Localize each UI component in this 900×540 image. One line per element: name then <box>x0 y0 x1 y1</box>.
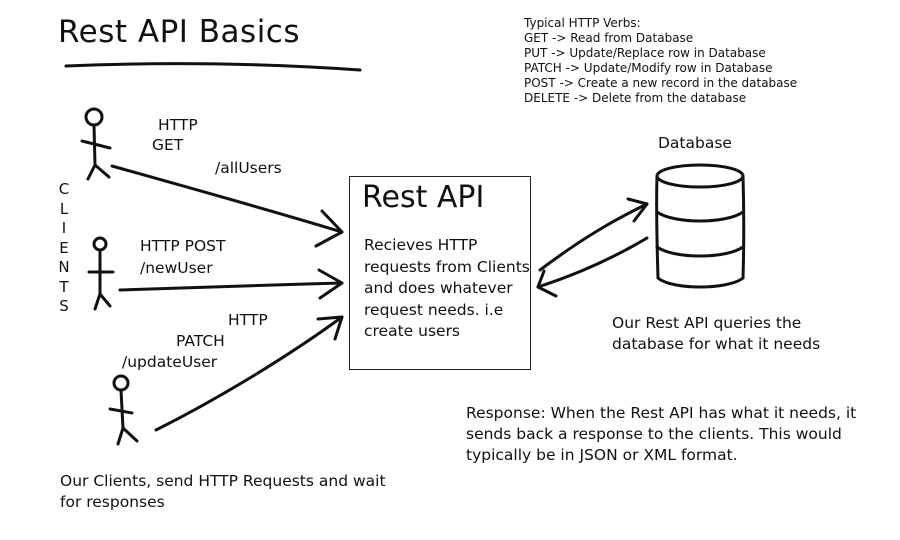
rest-api-title: Rest API <box>362 180 485 215</box>
http-verb-patch: PATCH -> Update/Modify row in Database <box>524 61 773 75</box>
page-title: Rest API Basics <box>58 14 300 50</box>
database-description: Our Rest API queries the database for wh… <box>612 314 821 353</box>
clients-letter: I <box>61 219 67 237</box>
patch-request-http: HTTP <box>228 311 268 329</box>
client-figure-2 <box>87 236 115 311</box>
get-request-path: /allUsers <box>215 159 282 177</box>
database-label: Database <box>658 134 732 152</box>
http-verb-get: GET -> Read from Database <box>524 31 694 45</box>
clients-note: Our Clients, send HTTP Requests and wait… <box>60 472 386 511</box>
http-verb-delete: DELETE -> Delete from the database <box>524 91 747 105</box>
patch-request-verb: PATCH <box>176 332 225 350</box>
client-figure-1 <box>80 107 112 181</box>
patch-request-arrow <box>154 315 344 432</box>
rest-api-box <box>349 176 531 370</box>
clients-letter: E <box>59 238 69 257</box>
rest-api-description: Recieves HTTP requests from Clients and … <box>364 236 530 340</box>
clients-letter: C <box>58 180 70 198</box>
response-arrow <box>536 236 649 298</box>
clients-letter: T <box>59 277 69 296</box>
client-figure-3 <box>108 374 139 446</box>
title-underline <box>64 62 362 72</box>
clients-letter: L <box>59 199 69 218</box>
get-request-verb: GET <box>152 136 184 154</box>
database-cylinder <box>655 163 746 289</box>
query-arrow <box>538 197 649 272</box>
clients-letter: S <box>59 297 69 315</box>
post-request-arrow <box>118 268 344 300</box>
post-request-verb: HTTP POST <box>140 237 226 255</box>
response-note: Response: When the Rest API has what it … <box>466 404 857 464</box>
patch-request-path: /updateUser <box>122 353 218 371</box>
post-request-path: /newUser <box>140 259 213 277</box>
get-request-arrow <box>110 164 344 248</box>
clients-vertical-label: C L I E N T S <box>56 180 72 317</box>
clients-letter: N <box>58 258 70 276</box>
http-verbs-legend: Typical HTTP Verbs: GET -> Read from Dat… <box>524 16 894 106</box>
http-verbs-heading: Typical HTTP Verbs: <box>524 16 641 30</box>
get-request-http: HTTP <box>158 116 198 134</box>
http-verb-put: PUT -> Update/Replace row in Database <box>524 46 766 60</box>
http-verb-post: POST -> Create a new record in the datab… <box>524 76 798 90</box>
